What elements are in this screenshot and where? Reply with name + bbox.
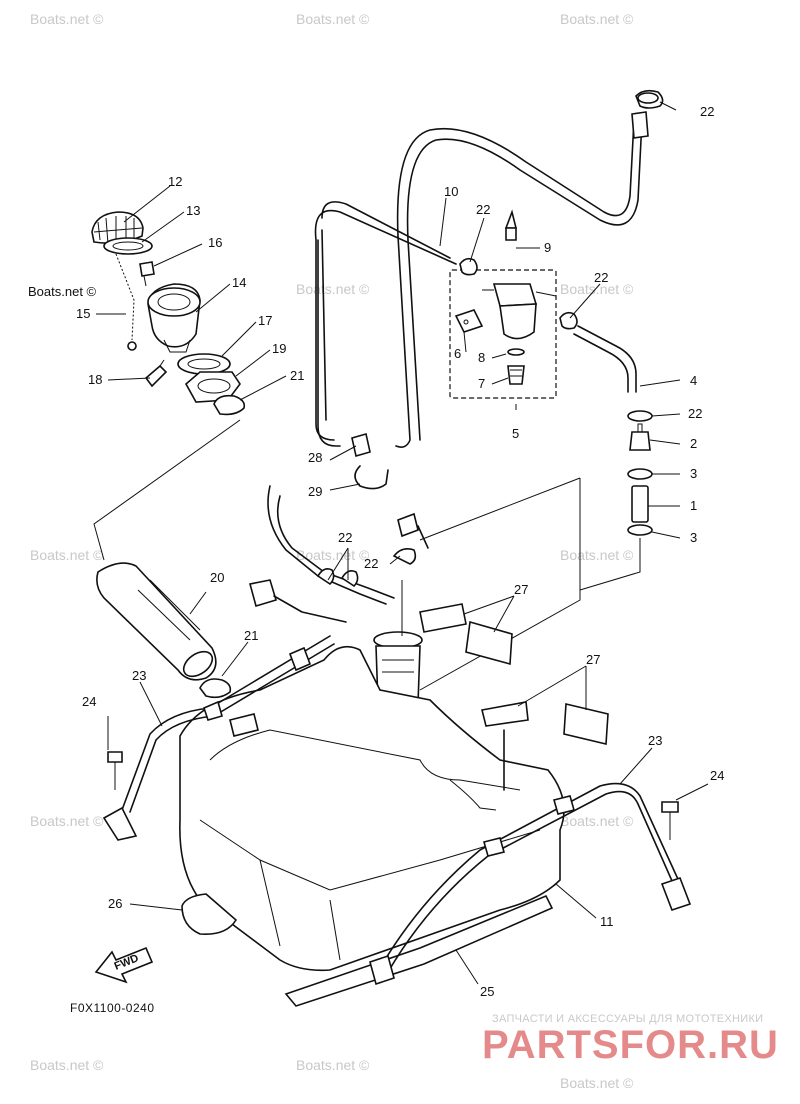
callout-13: 13 (186, 203, 200, 218)
tank-straps (102, 635, 692, 986)
callout-10: 10 (444, 184, 458, 199)
callout-3-upper: 3 (690, 466, 697, 481)
breather-hose (314, 89, 664, 448)
callout-29: 29 (308, 484, 322, 499)
callout-7: 7 (478, 376, 485, 391)
callout-5: 5 (512, 426, 519, 441)
callout-27-upper: 27 (514, 582, 528, 597)
fuel-tank (179, 645, 565, 972)
callout-22-sender: 22 (364, 556, 378, 571)
fuel-filter-assembly (449, 209, 637, 399)
watermark: Boats.net © (30, 1057, 104, 1073)
callout-2: 2 (690, 436, 697, 451)
watermark: Boats.net © (560, 813, 634, 829)
callout-15: 15 (76, 306, 90, 321)
callout-4: 4 (690, 373, 697, 388)
callout-3-lower: 3 (690, 530, 697, 545)
callout-19: 19 (272, 341, 286, 356)
callout-24-right: 24 (710, 768, 724, 783)
watermark: Boats.net © (296, 547, 370, 563)
callout-21-upper: 21 (290, 368, 304, 383)
callout-6: 6 (454, 346, 461, 361)
callout-22-right: 22 (688, 406, 702, 421)
callout-18: 18 (88, 372, 102, 387)
watermark: Boats.net © (30, 11, 104, 27)
callout-22-top: 22 (700, 104, 714, 119)
brand-tagline: ЗАПЧАСТИ И АКСЕССУАРЫ ДЛЯ МОТОТЕХНИКИ (492, 1013, 763, 1025)
callout-16: 16 (208, 235, 222, 250)
watermark: Boats.net © (296, 1057, 370, 1073)
watermark: Boats.net © (560, 547, 634, 563)
brand-logo: PARTSFOR.RU (482, 1023, 779, 1067)
watermarks: Boats.net © Boats.net © Boats.net © Boat… (30, 11, 634, 1091)
callout-14: 14 (232, 275, 246, 290)
callout-12: 12 (168, 174, 182, 189)
hose-holder (351, 432, 389, 490)
callout-27-lower: 27 (586, 652, 600, 667)
callout-25: 25 (480, 984, 494, 999)
watermark: Boats.net © (30, 547, 104, 563)
callout-22-filter-left: 22 (476, 202, 490, 217)
callout-20: 20 (210, 570, 224, 585)
callout-28: 28 (308, 450, 322, 465)
strap-bolts (107, 751, 679, 840)
callout-22-filter-right: 22 (594, 270, 608, 285)
callouts: 12 13 16 14 15 17 19 18 21 10 22 9 22 22… (76, 104, 724, 999)
watermark: Boats.net © (560, 11, 634, 27)
watermark: Boats.net © (296, 11, 370, 27)
diagram-code: F0X1100-0240 (70, 1001, 155, 1015)
leader-lines (96, 101, 709, 985)
callout-24-left: 24 (82, 694, 96, 709)
watermark: Boats.net © (560, 1075, 634, 1091)
callout-11: 11 (600, 914, 614, 929)
callout-23-right: 23 (648, 733, 662, 748)
callout-9: 9 (544, 240, 551, 255)
callout-23-left: 23 (132, 668, 146, 683)
callout-22-harness: 22 (338, 530, 352, 545)
callout-8: 8 (478, 350, 485, 365)
filler-cap-assembly (91, 211, 246, 416)
callout-21-lower: 21 (244, 628, 258, 643)
partsfor-logo: ЗАПЧАСТИ И АКСЕССУАРЫ ДЛЯ МОТОТЕХНИКИ PA… (482, 1013, 779, 1067)
callout-1: 1 (690, 498, 697, 513)
watermark: Boats.net © (30, 813, 104, 829)
watermark-dark: Boats.net © (28, 284, 97, 299)
filler-hose (96, 562, 232, 699)
rubber-pads (419, 603, 609, 745)
watermark: Boats.net © (560, 281, 634, 297)
forward-arrow-icon: FWD (94, 946, 154, 984)
callout-17: 17 (258, 313, 272, 328)
bottom-pads (181, 893, 554, 1007)
fuel-line-fittings (579, 410, 653, 591)
watermark: Boats.net © (296, 281, 370, 297)
callout-26: 26 (108, 896, 122, 911)
